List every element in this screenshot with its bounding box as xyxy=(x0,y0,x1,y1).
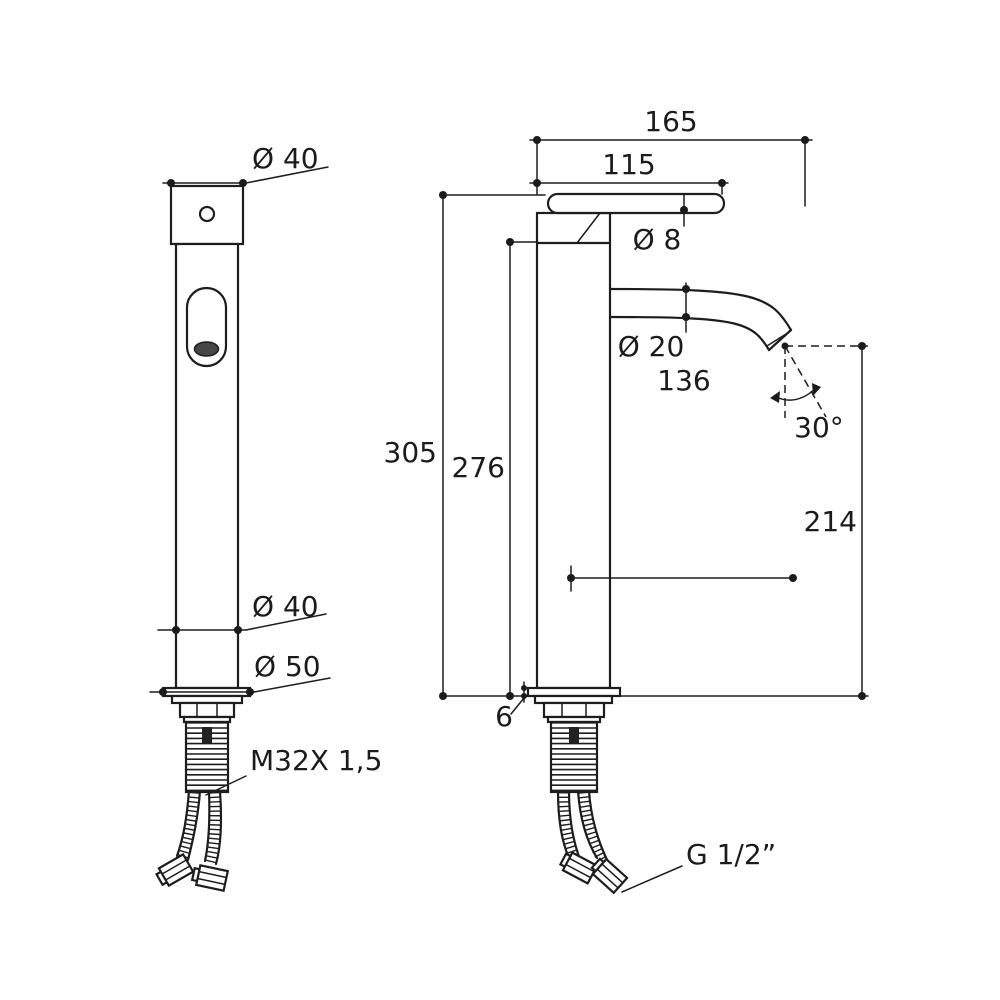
side-handle-lever xyxy=(546,192,726,215)
side-thread-rod xyxy=(549,720,599,794)
front-aerator xyxy=(193,341,220,357)
side-spout-tube-diameter-label: Ø 20 xyxy=(618,330,685,363)
front-hose-right-edge1 xyxy=(203,789,211,863)
front-hose-right-braid xyxy=(205,791,221,864)
front-top-cap xyxy=(169,184,245,246)
side-rod-slot xyxy=(569,727,579,743)
side-locknut xyxy=(542,701,606,719)
side-outlet-angle-label: 30° xyxy=(794,411,844,444)
front-hose-right-edge2 xyxy=(214,789,223,866)
side-view: 165 115 Ø 8 Ø 20 136 xyxy=(384,105,869,895)
side-spout-face xyxy=(767,328,793,352)
front-view: Ø 40 Ø 40 Ø 50 M32X 1,5 xyxy=(149,142,382,892)
side-hose-right-edge2 xyxy=(587,789,611,866)
side-body xyxy=(535,211,612,690)
side-hose-left-braid xyxy=(557,791,581,863)
side-overall-height-label: 305 xyxy=(384,436,437,469)
side-deck-thickness-label: 6 xyxy=(495,700,513,733)
side-dim-body-height: 276 xyxy=(452,238,538,700)
front-locknut xyxy=(178,701,236,719)
side-fixing-reference xyxy=(567,565,797,592)
side-spout-length-label: 136 xyxy=(657,364,710,397)
side-dim-outlet-angle: 30° xyxy=(770,342,844,444)
front-pin-hole xyxy=(198,205,216,223)
side-handle-base xyxy=(576,212,601,244)
side-outlet-height-label: 214 xyxy=(804,505,857,538)
front-thread-callout: M32X 1,5 xyxy=(205,744,382,796)
front-body-diameter-label: Ø 40 xyxy=(252,590,319,623)
front-top-diameter-label: Ø 40 xyxy=(252,142,319,175)
side-dim-pin-diameter: Ø 8 xyxy=(633,206,688,256)
side-dim-spout-tube: Ø 20 136 xyxy=(618,282,711,397)
front-hose-right-nut xyxy=(190,864,230,892)
side-dim-overall-height: 305 xyxy=(384,191,546,700)
side-spout-aerator-edge xyxy=(766,333,787,347)
side-dim-overall-reach: 165 xyxy=(529,105,813,207)
front-hose-left-edge2 xyxy=(186,789,202,862)
front-hose-left-nut xyxy=(155,852,195,888)
front-dim-top-diameter: Ø 40 xyxy=(162,142,329,187)
side-spout-reach-label: 115 xyxy=(602,148,655,181)
side-dim-spout-reach: 115 xyxy=(529,148,729,195)
side-hose-left-nut xyxy=(558,851,599,885)
side-flange xyxy=(526,686,622,698)
side-spout-top xyxy=(608,287,793,332)
side-dim-deck-thickness: 6 xyxy=(495,681,527,733)
front-rod-slot xyxy=(202,727,212,743)
front-flange-diameter-label: Ø 50 xyxy=(254,650,321,683)
side-spout-bottom xyxy=(608,315,771,352)
front-dim-body-diameter: Ø 40 xyxy=(157,590,327,634)
front-thread-label: M32X 1,5 xyxy=(250,744,382,777)
side-body-height-label: 276 xyxy=(452,451,505,484)
side-pin-diameter-label: Ø 8 xyxy=(633,223,682,256)
front-thread-rod xyxy=(184,720,230,794)
side-hose-left-edge1 xyxy=(556,789,571,860)
side-dim-outlet-height: 214 xyxy=(785,342,868,700)
side-overall-reach-label: 165 xyxy=(644,105,697,138)
side-hose-thread-label: G 1/2” xyxy=(686,838,776,871)
side-hose-right-nut xyxy=(590,857,629,895)
front-dim-flange-diameter: Ø 50 xyxy=(149,650,331,696)
side-hose-thread-callout: G 1/2” xyxy=(621,838,776,893)
side-hose-right-edge1 xyxy=(576,789,599,860)
front-hose-left-edge1 xyxy=(175,789,191,858)
